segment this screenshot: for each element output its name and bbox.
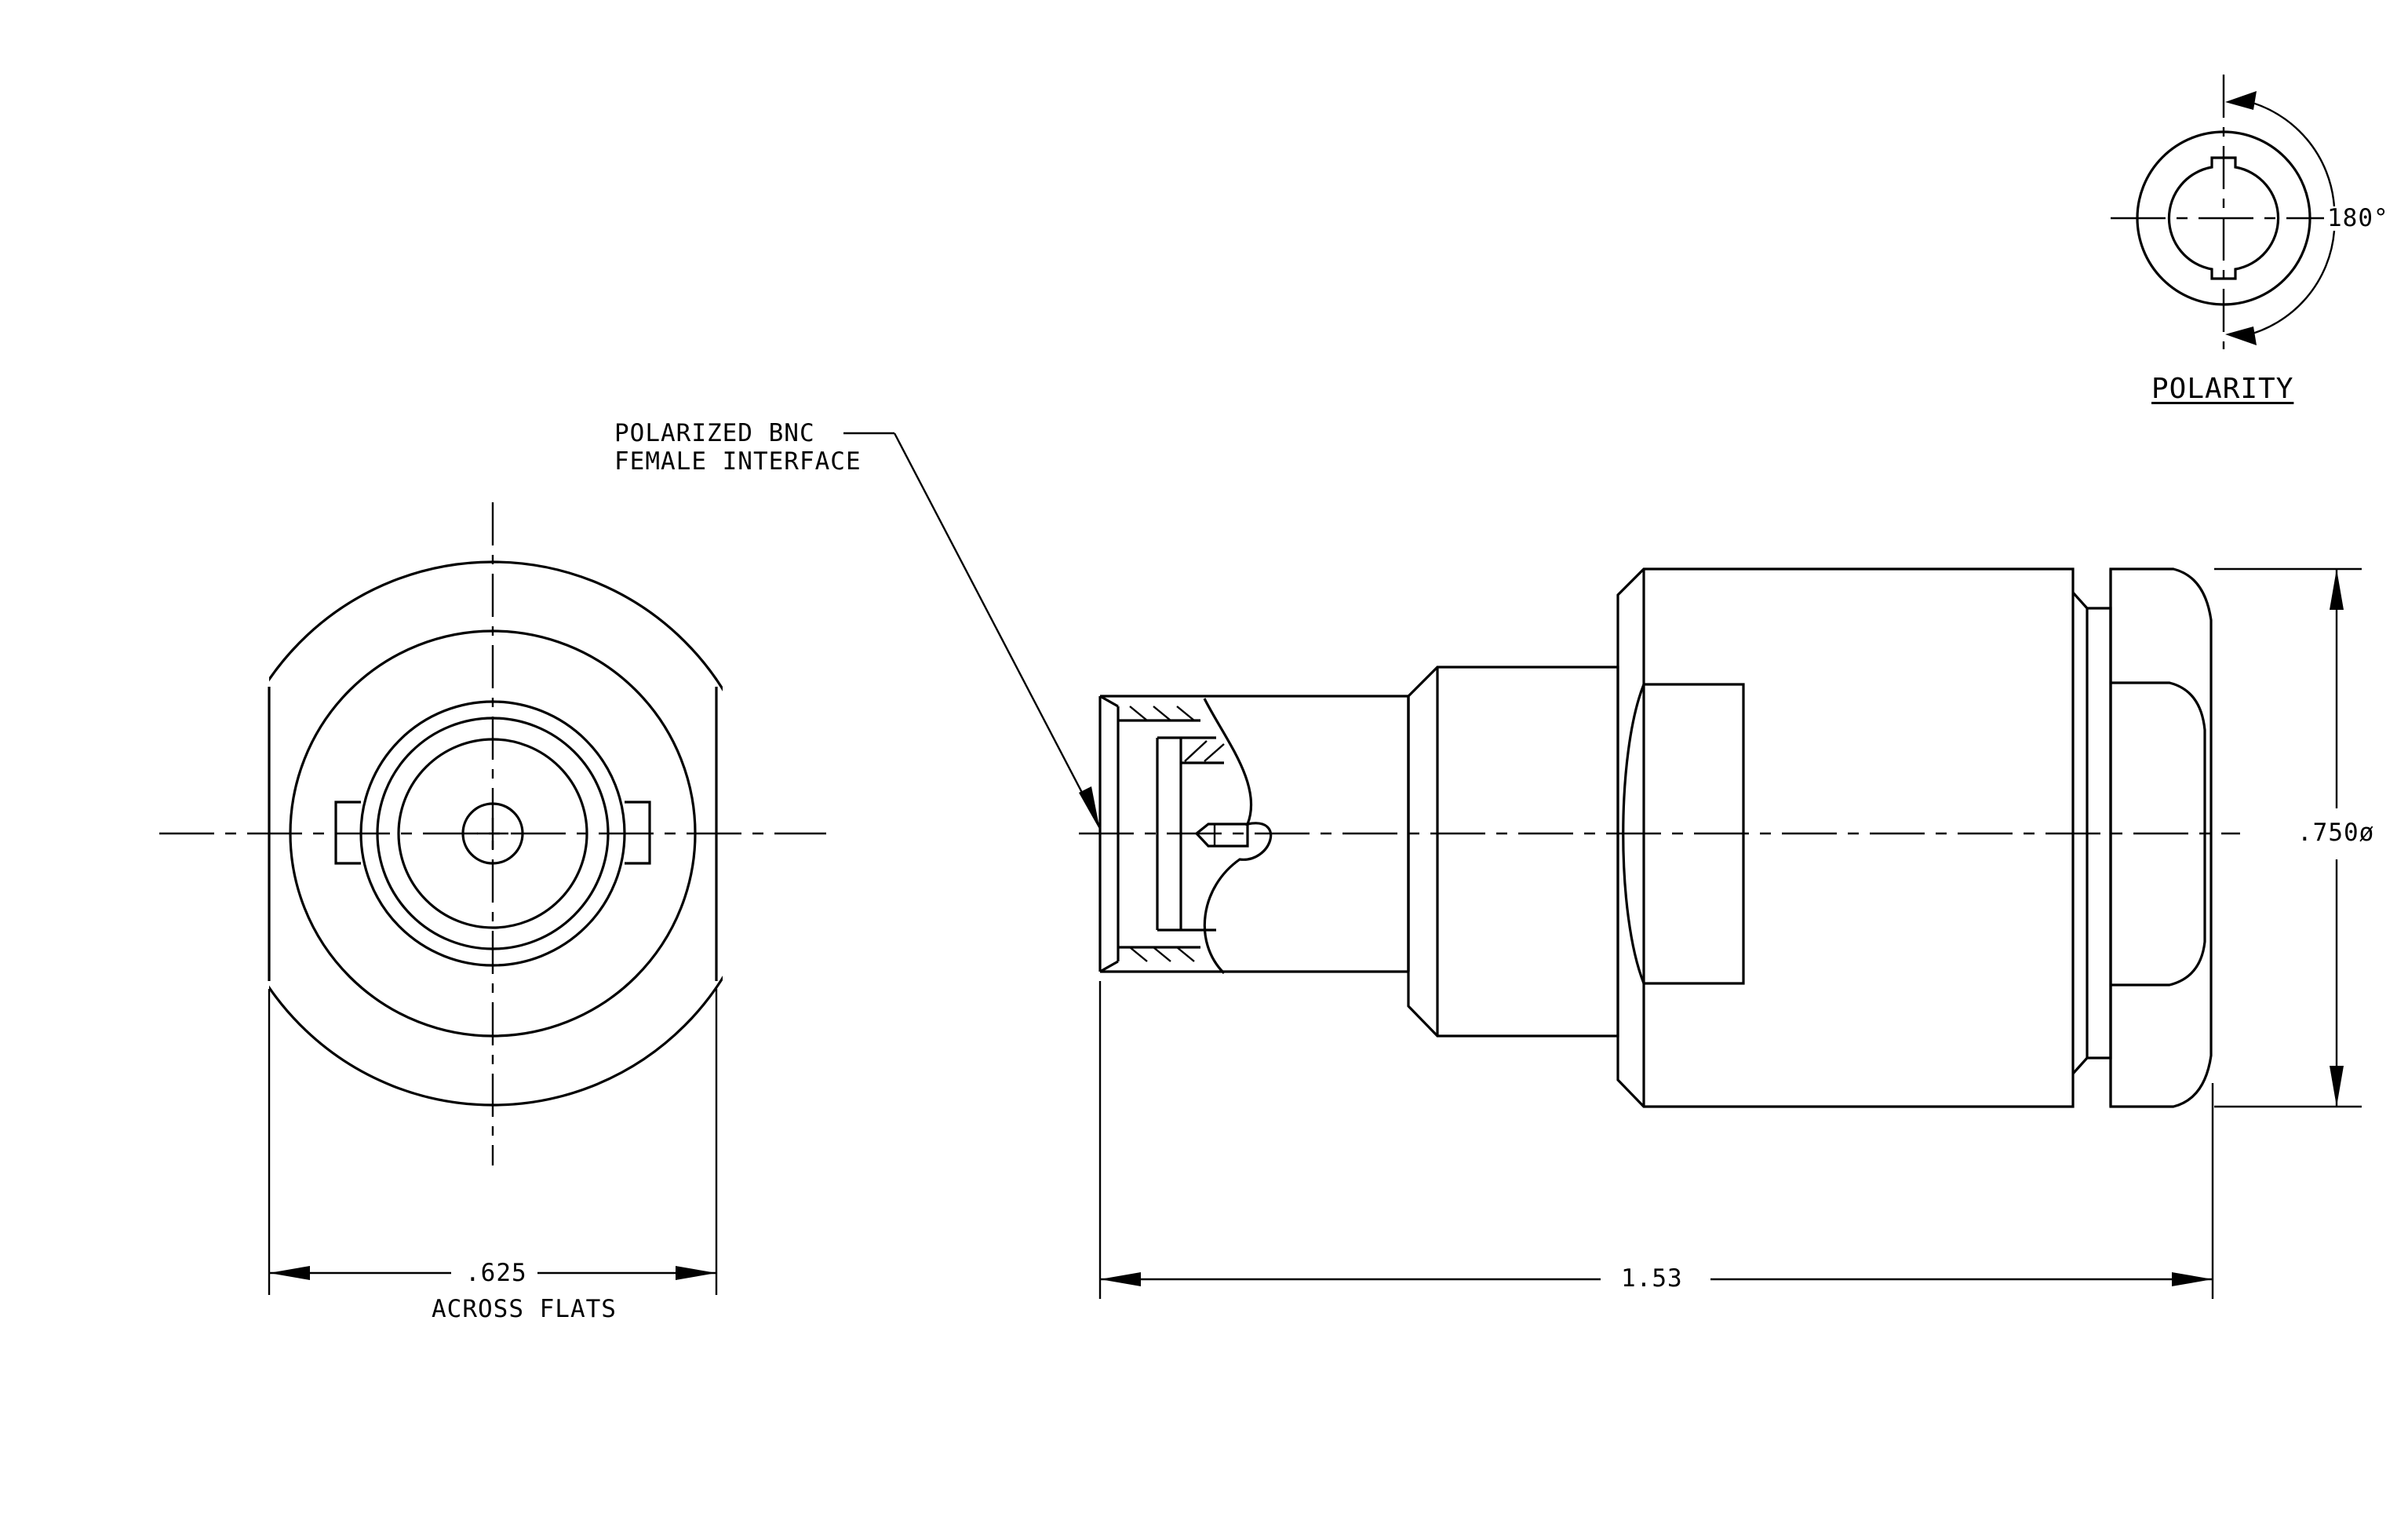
polarity-title: POLARITY (2151, 373, 2294, 405)
front-view (159, 502, 826, 1295)
dimension-diameter: .750ø (2290, 821, 2383, 845)
dimension-across-flats-note: ACROSS FLATS (432, 1295, 617, 1323)
callout-leader (843, 432, 1100, 830)
side-view (1079, 567, 2362, 1299)
dimension-overall-length: 1.53 (1613, 1267, 1691, 1291)
polarity-view (2111, 75, 2336, 349)
callout-label-line1: POLARIZED BNC (614, 419, 815, 447)
dimension-across-flats-value: .625 (457, 1261, 535, 1286)
polarity-angle-label: 180° (2324, 206, 2392, 231)
callout-label-line2: FEMALE INTERFACE (614, 447, 862, 476)
